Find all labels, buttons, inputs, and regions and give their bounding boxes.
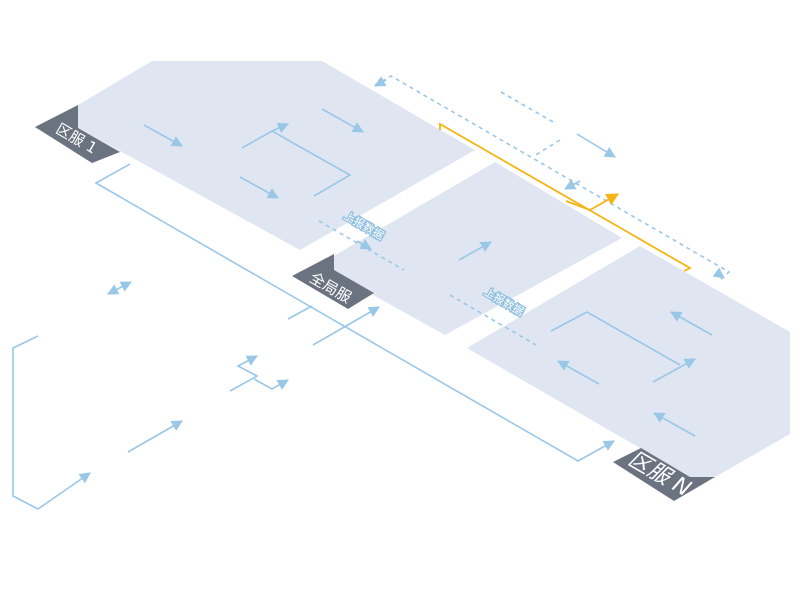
- flow-arrow: [653, 412, 696, 437]
- gold-connector-line: [439, 122, 692, 272]
- floating-arrow: [229, 355, 259, 392]
- flow-arrow: [557, 360, 600, 385]
- global-server-tag: 全局服: [292, 254, 374, 309]
- flow-loop-line: [550, 311, 681, 366]
- connector-arrow-left: [374, 76, 387, 87]
- flow-loop-line: [241, 130, 352, 197]
- flow-arrow: [670, 311, 713, 336]
- left-bracket-connector: [12, 335, 91, 510]
- region-n-flows: [550, 311, 713, 437]
- floating-arrow: [576, 133, 616, 158]
- report-dash-line-2: [449, 294, 537, 346]
- gold-connector-arrow: [565, 193, 620, 211]
- report-arrow-1: [356, 239, 372, 250]
- region-1-platform: [78, 61, 475, 250]
- long-connector-line: [94, 163, 615, 462]
- floating-arrow: [107, 281, 132, 295]
- flow-arrow: [271, 122, 290, 134]
- global-flow-arrow: [458, 241, 492, 261]
- floating-dash-line: [533, 139, 561, 157]
- flow-arrow: [239, 176, 279, 199]
- floating-line: [287, 305, 313, 320]
- floating-arrow: [253, 378, 289, 390]
- floating-flows: [12, 281, 380, 510]
- floating-arrow: [564, 179, 581, 190]
- flow-arrow: [652, 358, 696, 383]
- floating-arrow: [127, 420, 183, 453]
- floating-dash-line: [500, 91, 554, 123]
- flow-arrow: [321, 108, 364, 133]
- global-server-platform: [332, 162, 622, 335]
- connector-arrow-right: [712, 267, 725, 279]
- flow-arrow: [143, 124, 183, 147]
- region-n-platform: [467, 246, 790, 477]
- region-1-flows: [143, 108, 364, 199]
- floating-arrow: [312, 306, 380, 346]
